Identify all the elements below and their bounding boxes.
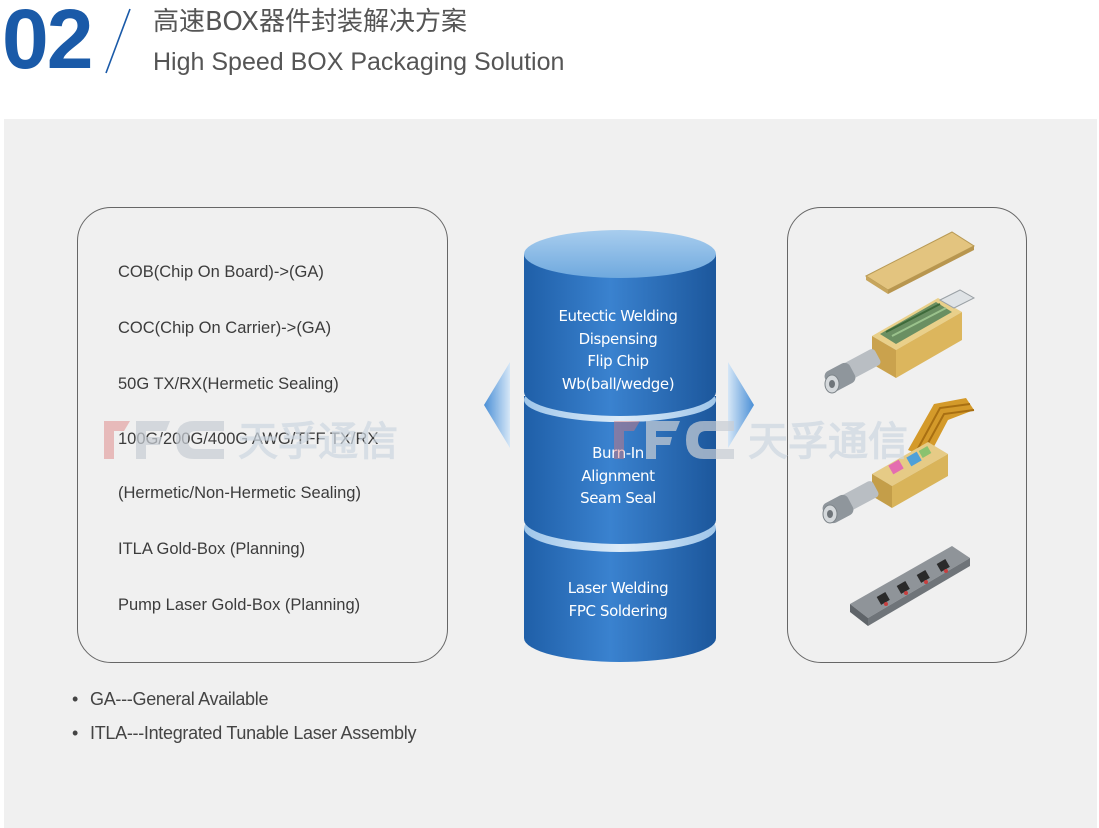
watermark-text: 天孚通信 [748,419,908,465]
process-group-middle: Burn-In Alignment Seam Seal [523,442,713,510]
page-title-english: High Speed BOX Packaging Solution [153,48,565,76]
process-step: Dispensing [578,329,658,348]
page-header: 02 高速BOX器件封装解决方案 High Speed BOX Packagin… [0,0,1099,118]
slash-divider-icon [105,8,131,74]
bullet-icon: • [72,689,79,709]
arrow-left-icon [484,362,510,448]
section-number: 02 [2,0,93,86]
process-step: Alignment [581,466,655,485]
box-package-with-lid-image [824,231,976,394]
process-group-top: Eutectic Welding Dispensing Flip Chip Wb… [523,305,713,395]
watermark-text: 天孚通信 [238,419,398,465]
process-step: Eutectic Welding [558,307,678,325]
process-step: Seam Seal [580,489,656,508]
features-box [77,207,448,663]
page-title-chinese: 高速BOX器件封装解决方案 [153,7,467,37]
process-group-bottom: Laser Welding FPC Soldering [523,577,713,622]
footnote-text: ITLA---Integrated Tunable Laser Assembly [90,723,417,743]
box-package-with-fpc-image [822,398,975,524]
feature-item: Pump Laser Gold-Box (Planning) [118,596,361,614]
process-step: Burn-In [523,442,713,465]
company-logo-watermark [104,421,224,459]
feature-item: ITLA Gold-Box (Planning) [118,540,306,558]
feature-item: (Hermetic/Non-Hermetic Sealing) [118,484,361,502]
process-step: FPC Soldering [568,601,668,620]
products-box [787,207,1027,663]
feature-item: COC(Chip On Carrier)->(GA) [118,319,332,337]
process-step: Wb(ball/wedge) [561,374,675,393]
footnote-item: • ITLA---Integrated Tunable Laser Assembl… [72,722,416,744]
process-step: Flip Chip [587,352,649,371]
footnote-text: GA---General Available [90,689,269,709]
process-stack-cylinder [524,230,716,662]
chip-carrier-array-image [850,546,970,626]
process-step: Laser Welding [567,579,669,597]
arrow-right-icon [728,362,754,448]
bullet-icon: • [72,723,79,743]
footnote-item: • GA---General Available [72,688,268,710]
company-logo-watermark [614,421,734,459]
feature-item: 50G TX/RX(Hermetic Sealing) [118,375,339,393]
feature-item: COB(Chip On Board)->(GA) [118,263,324,281]
